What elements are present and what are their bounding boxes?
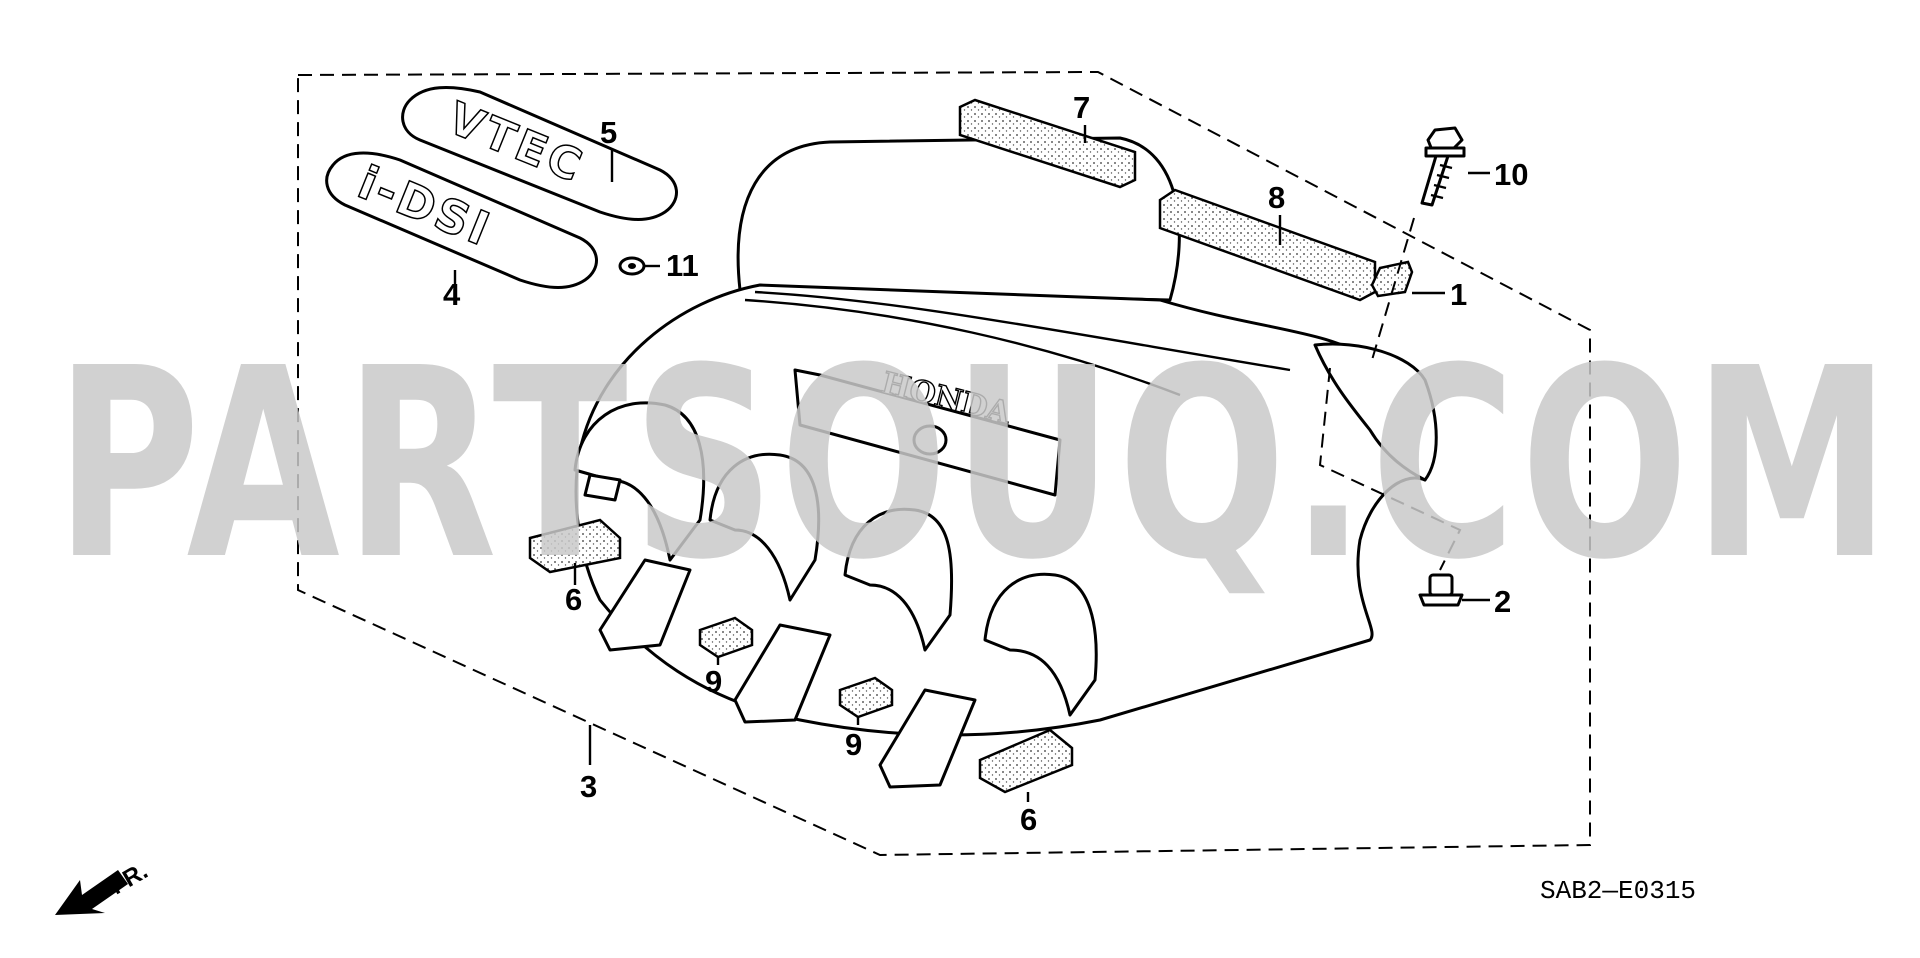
callout-7[interactable]: 7 xyxy=(1073,90,1090,125)
bolt-10-part[interactable] xyxy=(1420,126,1466,207)
callout-1[interactable]: 1 xyxy=(1450,277,1467,312)
cover-foot-1 xyxy=(598,558,692,652)
front-arrow-icon xyxy=(55,870,128,915)
callout-10[interactable]: 10 xyxy=(1494,157,1528,192)
assembly-boundary xyxy=(297,70,1591,857)
callout-2[interactable]: 2 xyxy=(1494,584,1511,619)
callout-6-left[interactable]: 6 xyxy=(565,582,582,617)
grommet-1-part[interactable] xyxy=(1370,260,1414,298)
foam-strip-7[interactable] xyxy=(958,98,1137,189)
cover-foot-2 xyxy=(733,623,832,724)
foam-pad-9-a[interactable] xyxy=(698,616,754,659)
callout-4[interactable]: 4 xyxy=(443,277,461,312)
diagram-code: SAB2—E0315 xyxy=(1540,876,1696,906)
callout-5[interactable]: 5 xyxy=(600,115,617,150)
cover-foot-3 xyxy=(878,688,977,789)
mount-guide-clip xyxy=(1318,367,1462,571)
callout-6-right[interactable]: 6 xyxy=(1020,802,1037,837)
cover-badge-hole xyxy=(912,424,948,456)
leader-lines xyxy=(453,125,1490,802)
foam-pad-6-left[interactable] xyxy=(528,518,622,574)
nut-11-part[interactable] xyxy=(618,256,646,276)
watermark-text: PARTSOUQ.COM xyxy=(55,312,1895,617)
mount-guide-bolt xyxy=(1371,217,1415,361)
engine-cover-part[interactable]: HONDA xyxy=(573,136,1438,789)
clip-2-part[interactable] xyxy=(1418,573,1464,607)
callout-9-a[interactable]: 9 xyxy=(705,664,722,699)
front-direction-indicator: FR. xyxy=(55,857,152,915)
callout-11[interactable]: 11 xyxy=(666,248,699,283)
callout-3[interactable]: 3 xyxy=(580,769,597,804)
callout-9-b[interactable]: 9 xyxy=(845,727,862,762)
foam-pad-6-right[interactable] xyxy=(978,728,1074,794)
callout-8[interactable]: 8 xyxy=(1268,180,1285,215)
foam-pad-9-b[interactable] xyxy=(838,676,894,719)
